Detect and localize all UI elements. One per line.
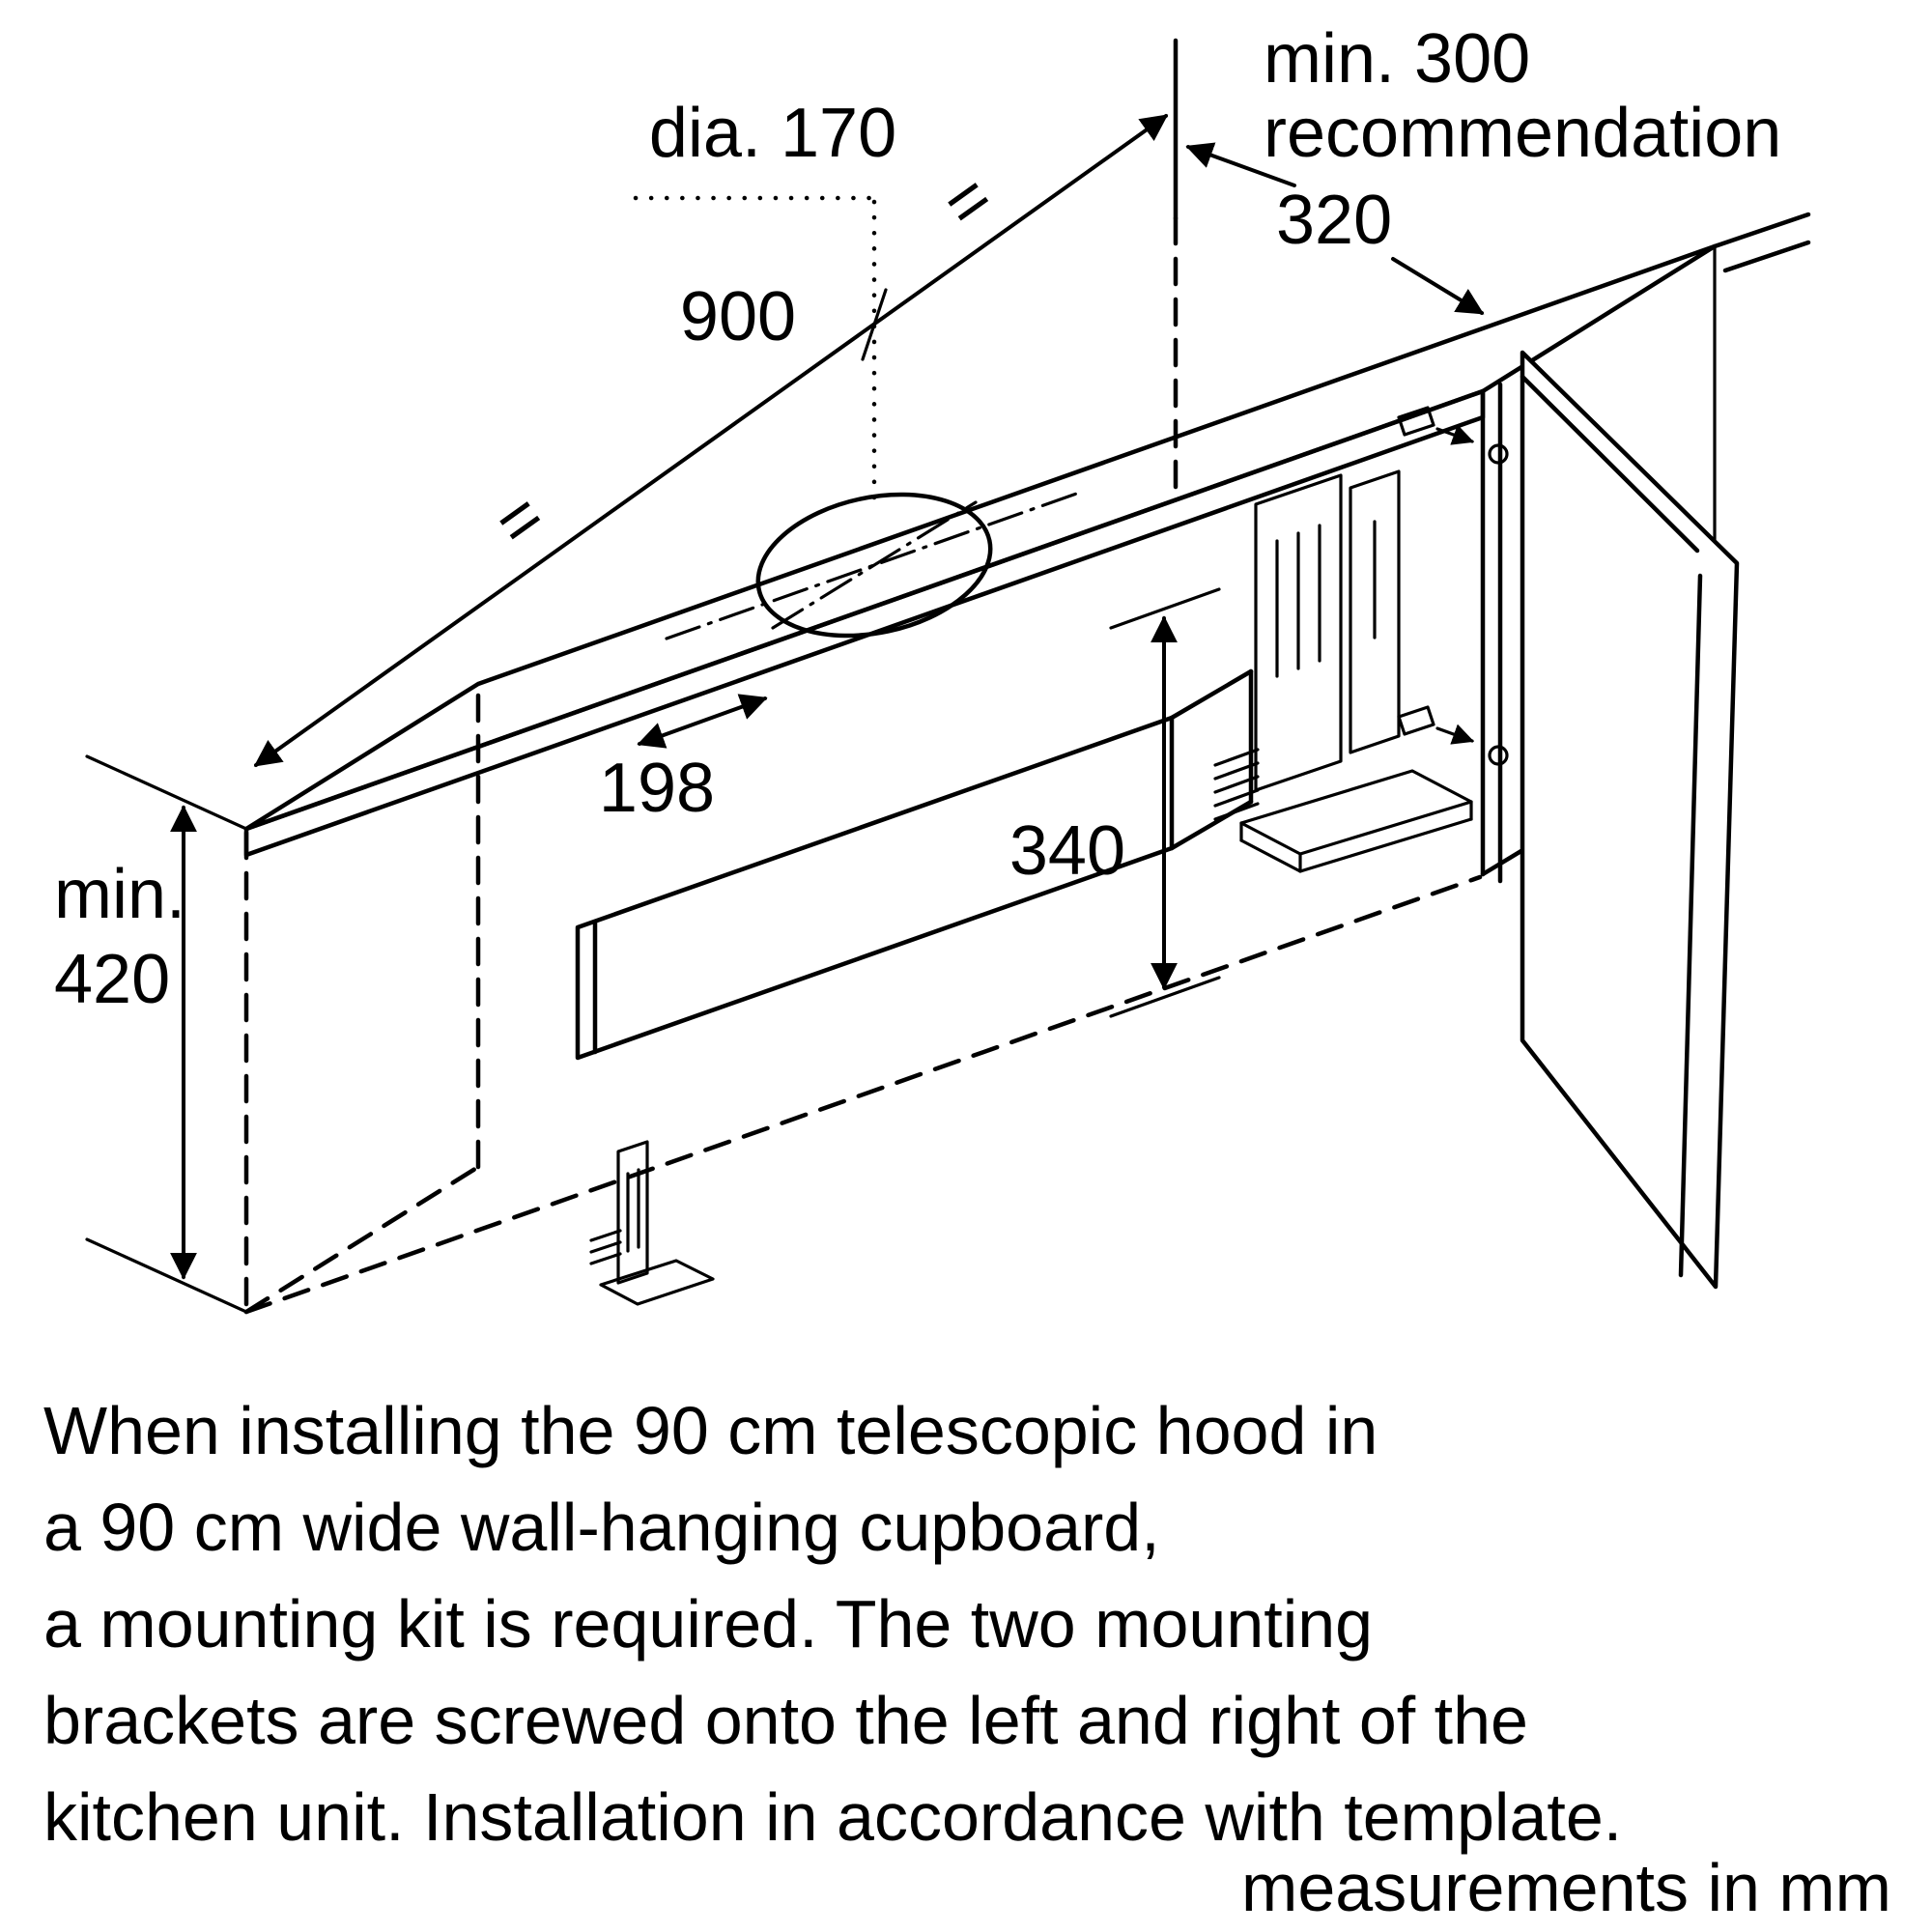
mounting-bracket-left bbox=[589, 1140, 715, 1306]
extension-line bbox=[1109, 976, 1221, 1018]
dimension-label-hole-diameter: dia. 170 bbox=[649, 95, 896, 172]
equal-spacing-mark: = bbox=[929, 158, 1008, 245]
dimension-tick bbox=[861, 288, 888, 361]
dimension-label-900: 900 bbox=[680, 278, 796, 355]
dimension-340: 340 bbox=[1009, 587, 1221, 1018]
wall-line bbox=[1712, 212, 1811, 249]
dimension-label-recommendation: recommendation bbox=[1264, 95, 1781, 172]
dimension-label-min-300: min. 300 bbox=[1264, 20, 1530, 98]
extension-line bbox=[85, 754, 248, 831]
dimension-min-420: min. 420 bbox=[54, 754, 248, 1314]
screw-icon bbox=[1397, 705, 1475, 745]
dimension-label-340: 340 bbox=[1009, 812, 1125, 890]
wall-line bbox=[1722, 240, 1811, 273]
extension-line bbox=[85, 1237, 248, 1314]
screw-icon bbox=[1397, 406, 1475, 445]
dimension-depth: min. 300 recommendation 320 bbox=[1185, 20, 1781, 315]
dimension-label-420: 420 bbox=[54, 941, 170, 1018]
mounting-bracket-right bbox=[1213, 406, 1475, 873]
cupboard-door bbox=[1520, 350, 1740, 1290]
units-note: measurements in mm bbox=[1241, 1850, 1891, 1925]
equal-spacing-mark: = bbox=[481, 477, 559, 564]
screw-hole bbox=[1488, 745, 1509, 766]
note-line: a mounting kit is required. The two moun… bbox=[43, 1586, 1373, 1662]
note-line: a 90 cm wide wall-hanging cupboard, bbox=[43, 1490, 1160, 1565]
cupboard-hidden-edges bbox=[243, 685, 1483, 1315]
note-line: When installing the 90 cm telescopic hoo… bbox=[43, 1393, 1378, 1468]
dimension-label-min: min. bbox=[54, 856, 185, 933]
note-line: kitchen unit. Installation in accordance… bbox=[43, 1779, 1622, 1855]
arrow-320 bbox=[1391, 257, 1485, 315]
vent-hole bbox=[633, 195, 1084, 640]
note-line: brackets are screwed onto the left and r… bbox=[43, 1683, 1528, 1758]
arrow-min-300 bbox=[1185, 142, 1296, 187]
extension-line bbox=[1109, 587, 1221, 630]
dimension-198: 198 bbox=[599, 694, 768, 827]
installation-note: When installing the 90 cm telescopic hoo… bbox=[43, 1393, 1622, 1855]
dimension-label-320: 320 bbox=[1276, 182, 1392, 259]
screw-hole bbox=[1488, 443, 1509, 465]
dimension-label-198: 198 bbox=[599, 750, 715, 827]
